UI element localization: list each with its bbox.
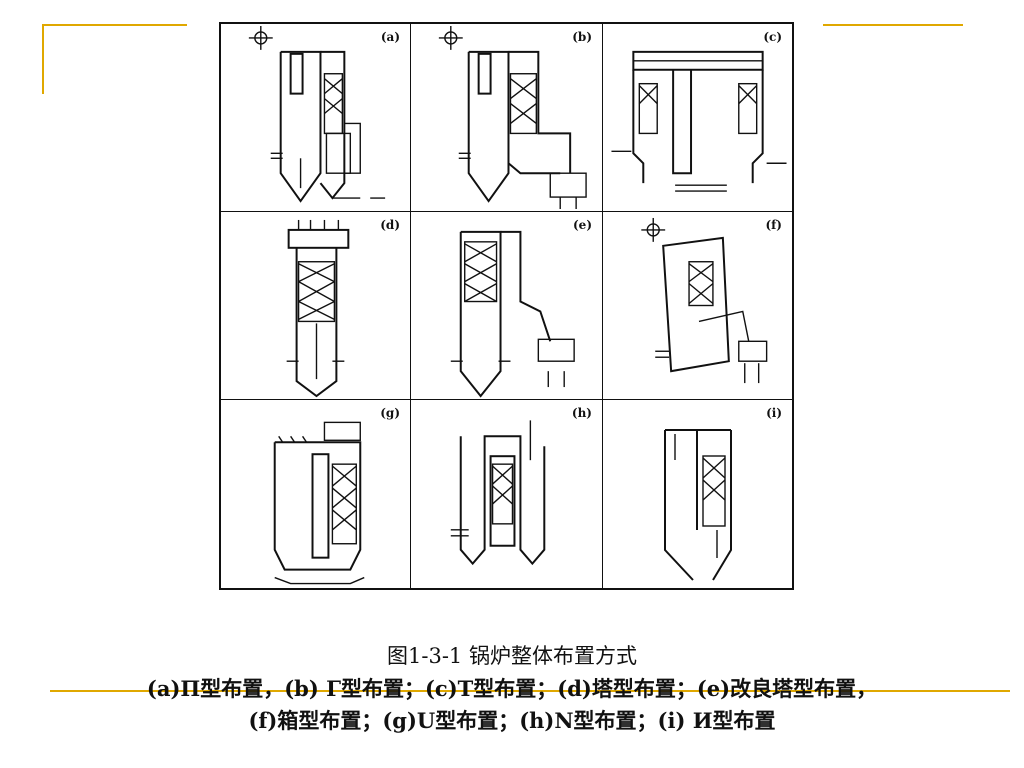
boiler-layout-figure: (a) (b) <box>219 22 794 590</box>
i-type-boiler-diagram <box>664 429 732 581</box>
frame-top-right-line <box>823 24 963 26</box>
panel-f-label: (f) <box>765 218 782 232</box>
panel-g: (g) <box>221 400 411 588</box>
panel-a: (a) <box>221 24 411 212</box>
panel-b-label: (b) <box>572 30 592 44</box>
panel-i-label: (i) <box>766 406 782 420</box>
n-type-boiler-diagram <box>450 420 546 566</box>
panel-e: (e) <box>411 212 603 400</box>
tower-type-boiler-diagram <box>286 219 350 398</box>
panel-c: (c) <box>603 24 792 212</box>
frame-corner-vertical <box>42 24 44 94</box>
panel-h: (h) <box>411 400 603 588</box>
panel-i: (i) <box>603 400 792 588</box>
gamma-type-boiler-diagram <box>438 25 587 210</box>
pi-type-boiler-diagram <box>248 25 386 203</box>
panel-d: (d) <box>221 212 411 400</box>
panel-a-label: (a) <box>380 30 400 44</box>
box-type-boiler-diagram <box>641 217 768 384</box>
panel-f: (f) <box>603 212 792 400</box>
frame-corner-horizontal <box>42 24 187 26</box>
panel-g-label: (g) <box>380 406 400 420</box>
panel-b: (b) <box>411 24 603 212</box>
t-type-boiler-diagram <box>611 50 787 192</box>
panel-d-label: (d) <box>380 218 400 232</box>
panel-c-label: (c) <box>763 30 782 44</box>
panel-h-label: (h) <box>571 406 592 420</box>
frame-bottom-line <box>50 690 1010 692</box>
figure-caption-line-3: (f)箱型布置；(g)U型布置；(h)N型布置；(i) И型布置 <box>248 708 776 733</box>
improved-tower-boiler-diagram <box>450 230 575 398</box>
figure-caption-line-2: (a)Π型布置，(b) Γ型布置；(c)T型布置；(d)塔型布置；(e)改良塔型… <box>146 676 878 701</box>
panel-e-label: (e) <box>573 218 592 232</box>
u-type-boiler-diagram <box>273 421 365 585</box>
figure-caption-title: 图1-3-1 锅炉整体布置方式 <box>387 644 637 668</box>
